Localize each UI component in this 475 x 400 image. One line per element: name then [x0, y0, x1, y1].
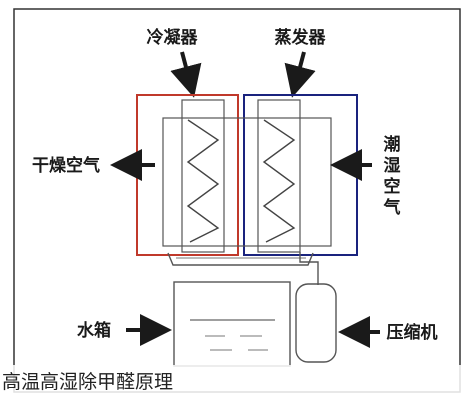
- drip-tray: [167, 252, 314, 266]
- evaporator-arrow: [284, 51, 316, 98]
- refrigerant-pipe: [299, 252, 319, 285]
- condenser-coil: [186, 119, 220, 243]
- evaporator-label: 蒸发器: [275, 27, 327, 48]
- compressor-label: 压缩机: [387, 322, 438, 343]
- humid-air-char-4: 气: [383, 197, 401, 218]
- condenser-coil-frame: [181, 99, 225, 253]
- evaporator-coil: [262, 119, 296, 243]
- water-tank-label: 水箱: [77, 320, 111, 341]
- condenser-label: 冷凝器: [147, 27, 199, 48]
- duct-frame: [162, 117, 332, 247]
- condenser-box: [136, 94, 239, 256]
- compressor: [295, 283, 337, 363]
- humid-air-char-3: 空: [384, 176, 401, 197]
- caption: 高温高湿除甲醛原理: [0, 365, 475, 400]
- evaporator-coil-frame: [257, 99, 301, 253]
- dry-air-label: 干燥空气: [32, 155, 100, 176]
- condenser-arrow: [170, 51, 202, 98]
- humid-air-char-1: 潮: [384, 134, 401, 155]
- humid-air-char-2: 湿: [384, 156, 401, 176]
- water-tank: [173, 281, 291, 367]
